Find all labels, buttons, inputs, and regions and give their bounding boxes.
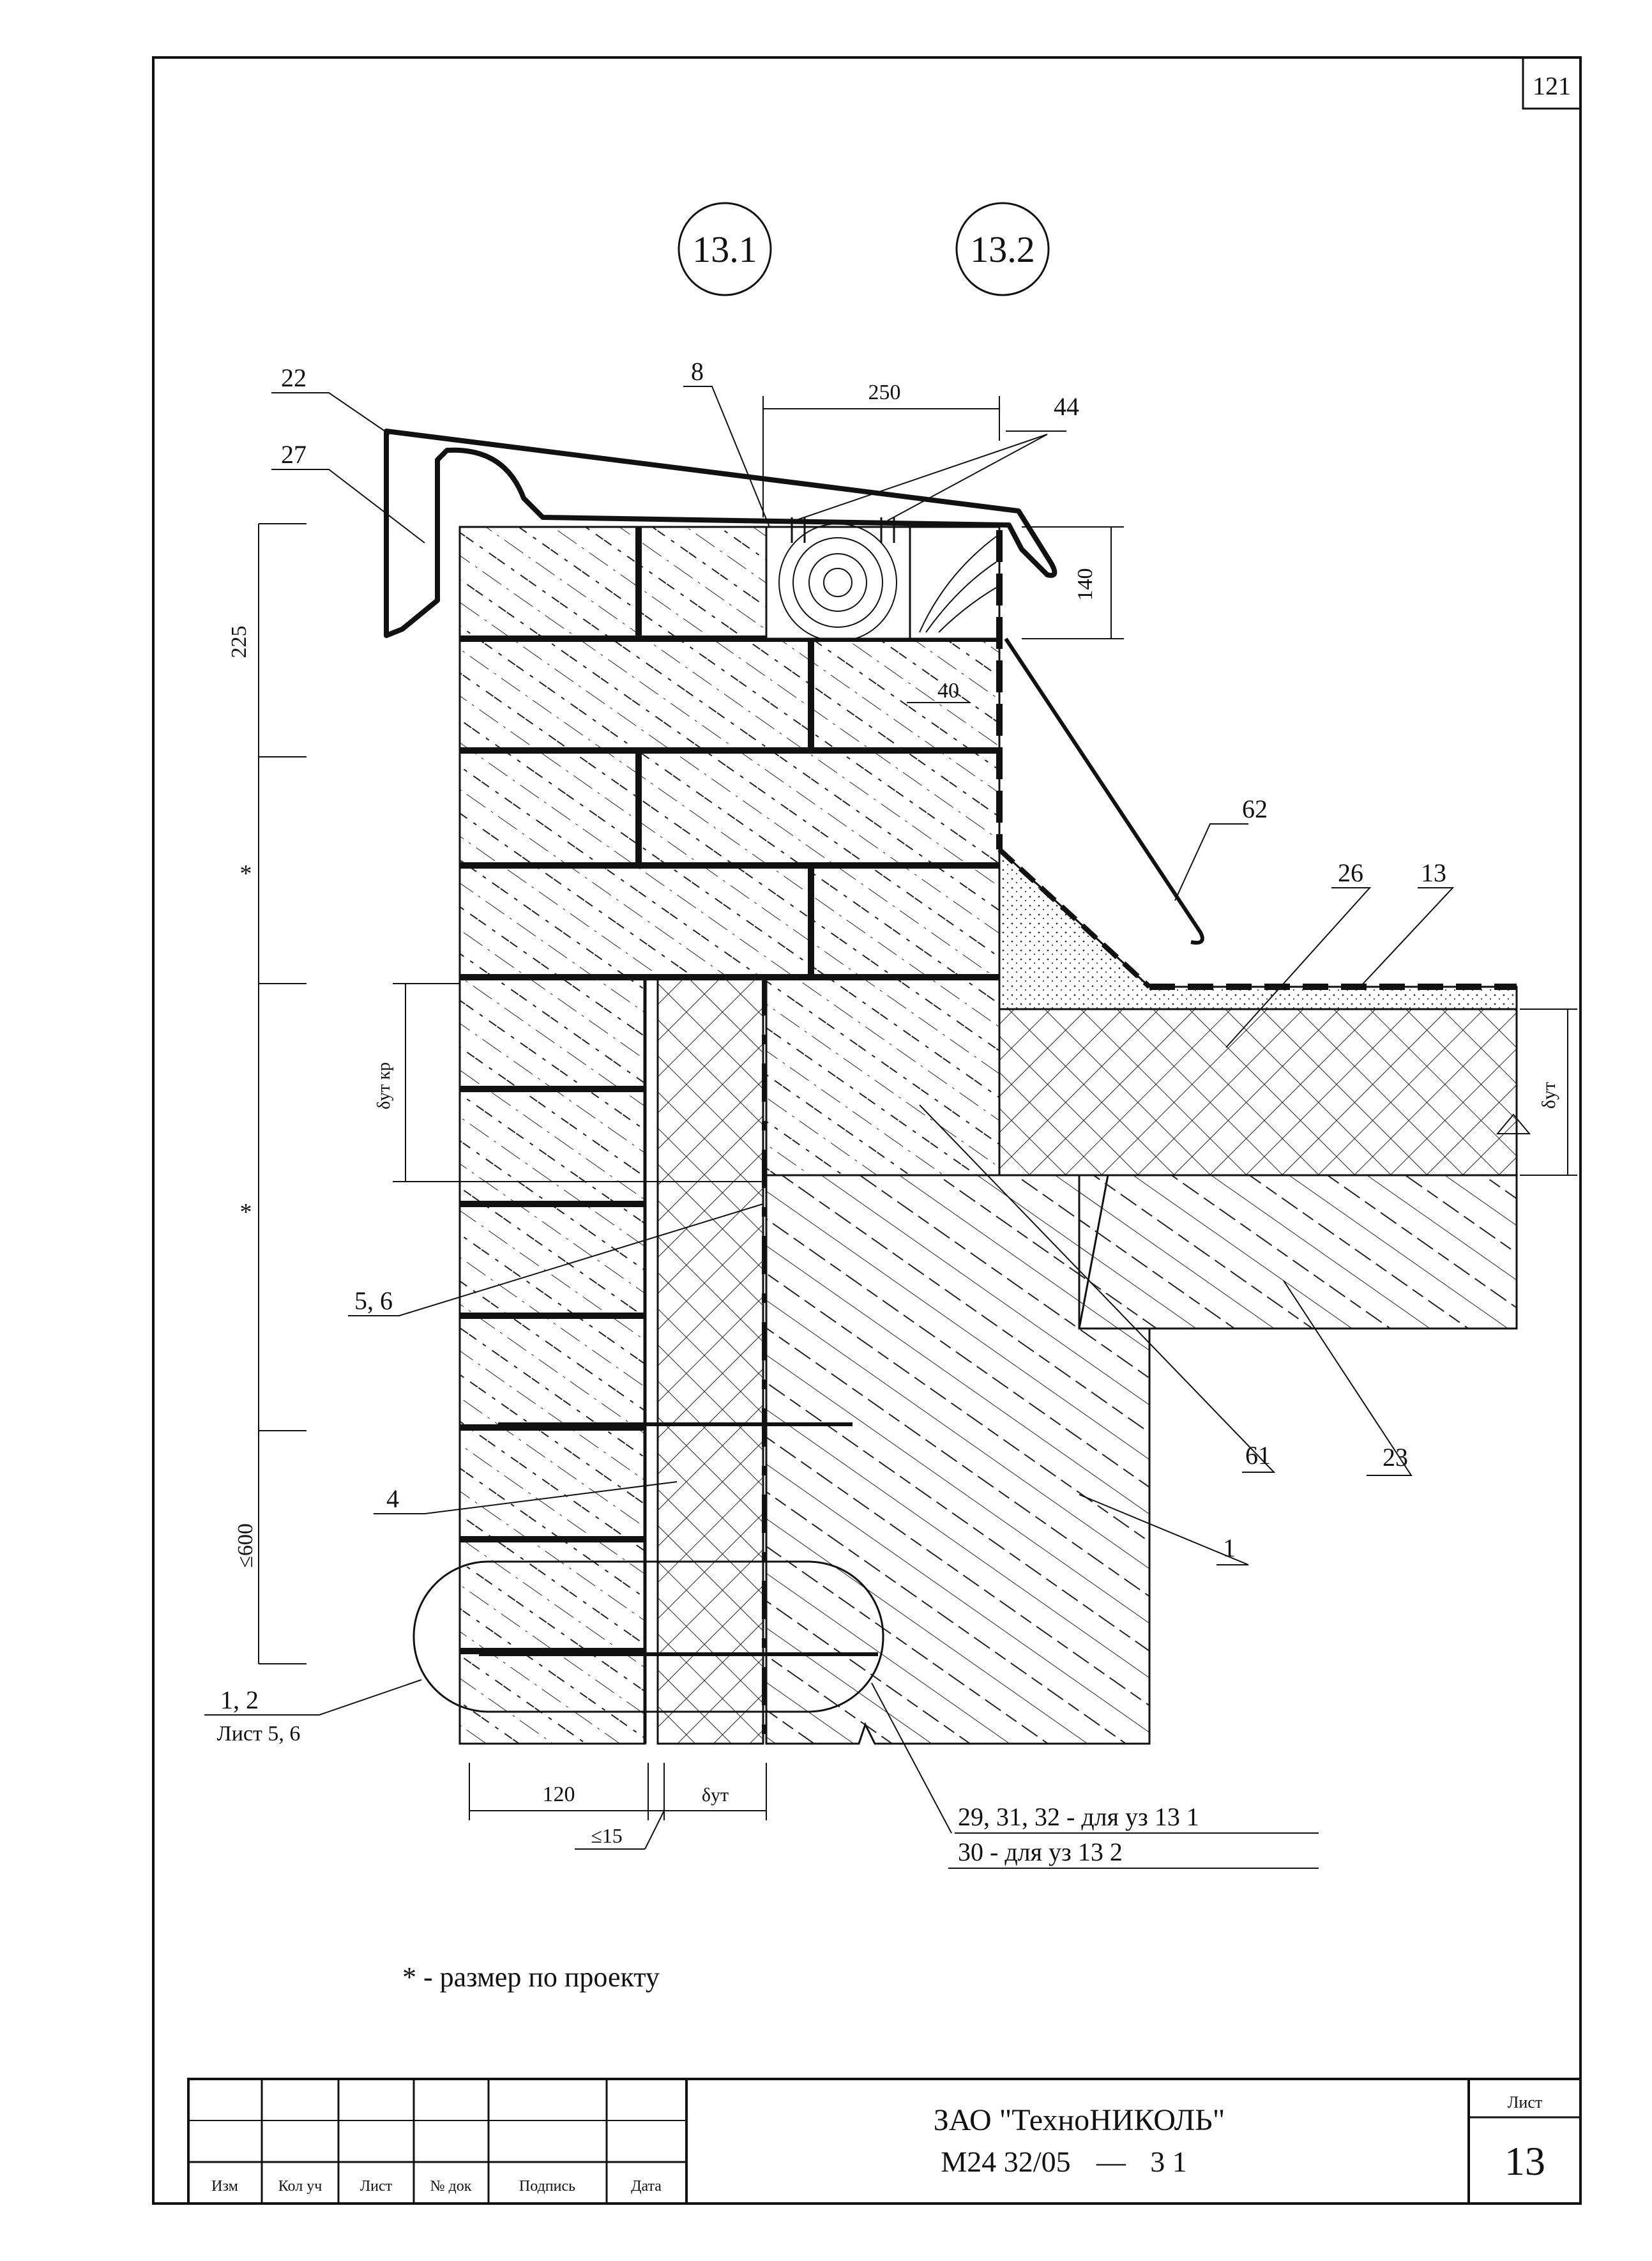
callout-23: 23	[1383, 1443, 1408, 1472]
roof-slab	[1078, 1174, 1518, 1330]
callout-1-2: 1, 2	[220, 1686, 259, 1714]
tb-col-kol-uch: Кол уч	[278, 2178, 322, 2195]
callout-61: 61	[1245, 1441, 1271, 1470]
membrane-fillet	[997, 848, 1151, 989]
callout-5-6: 5, 6	[354, 1286, 393, 1315]
dimension-delta-ut-kr	[393, 983, 766, 1182]
tb-col-data: Дата	[631, 2178, 662, 2195]
callout-4: 4	[386, 1484, 399, 1513]
highlight-oval	[413, 1560, 884, 1713]
tb-sheet-label: Лист	[1508, 2093, 1542, 2112]
tb-col-n-dok: № док	[430, 2178, 472, 2195]
dim-delta-ut-right-label: δут	[1538, 1082, 1559, 1109]
anchor-2	[880, 517, 895, 543]
lower-masonry	[458, 976, 647, 1745]
dimension-140	[1022, 526, 1124, 639]
dim-250-label: 250	[868, 381, 901, 404]
wooden-block	[765, 523, 1001, 642]
dim-delta-ut-bottom-label: δут	[702, 1785, 729, 1806]
tb-col-izm: Изм	[211, 2178, 238, 2195]
dim-star-upper: *	[240, 860, 252, 887]
dimension-left-chain	[258, 523, 307, 1664]
node-marker-circle-1	[678, 202, 772, 296]
dimension-bottom	[469, 1763, 767, 1850]
tb-sheet-num-code: 3 1	[1150, 2145, 1187, 2178]
node-marker-2: 13.2	[970, 229, 1035, 270]
parapet-cap	[384, 429, 1057, 638]
callout-26: 26	[1338, 858, 1363, 887]
inner-wall	[765, 976, 1001, 1176]
callout-13: 13	[1421, 858, 1446, 887]
tb-sheet-value: 13	[1504, 2138, 1545, 2184]
callout-1-2-sheet: Лист 5, 6	[217, 1722, 301, 1746]
tb-dash: —	[1096, 2145, 1126, 2178]
callout-1: 1	[1223, 1534, 1236, 1562]
callout-22: 22	[281, 363, 307, 392]
dimension-delta-ut-right	[1496, 1009, 1577, 1176]
dim-star-lower: *	[240, 1199, 252, 1226]
callout-8: 8	[691, 357, 704, 386]
dimension-250	[762, 396, 1000, 517]
callout-44: 44	[1054, 392, 1079, 421]
dim-140-label: 140	[1073, 568, 1097, 601]
anchor-1	[791, 517, 806, 543]
title-block-grid	[187, 2078, 1582, 2205]
dim-600-label: ≤600	[234, 1523, 257, 1568]
corner-number-box	[1522, 56, 1582, 110]
dim-120-label: 120	[543, 1783, 575, 1806]
dim-15-label: ≤15	[591, 1824, 623, 1847]
dim-40-label: 40	[937, 679, 959, 703]
callout-30: 30 - для уз 13 2	[958, 1838, 1123, 1866]
callout-leaders	[204, 386, 1455, 1869]
tb-company: ЗАО "ТехноНИКОЛЬ"	[934, 2103, 1225, 2137]
footnote: * - размер по проекту	[402, 1961, 660, 1993]
dim-delta-ut-kr-label: δут кр	[374, 1062, 394, 1109]
wall-insulation	[656, 976, 764, 1745]
node-marker-1: 13.1	[692, 229, 757, 270]
wall-flashing	[1004, 637, 1204, 945]
callout-29-31-32: 29, 31, 32 - для уз 13 1	[958, 1802, 1199, 1831]
tb-col-podpis: Подпись	[519, 2178, 575, 2195]
tb-col-list: Лист	[360, 2178, 393, 2195]
tb-doc-code: М24 32/05	[941, 2145, 1070, 2178]
node-marker-circle-2	[955, 202, 1050, 296]
dim-225-label: 225	[227, 626, 251, 659]
callout-27: 27	[281, 440, 307, 469]
roof-insulation	[998, 1008, 1518, 1176]
corner-number: 121	[1533, 72, 1571, 100]
callout-62: 62	[1242, 795, 1268, 823]
